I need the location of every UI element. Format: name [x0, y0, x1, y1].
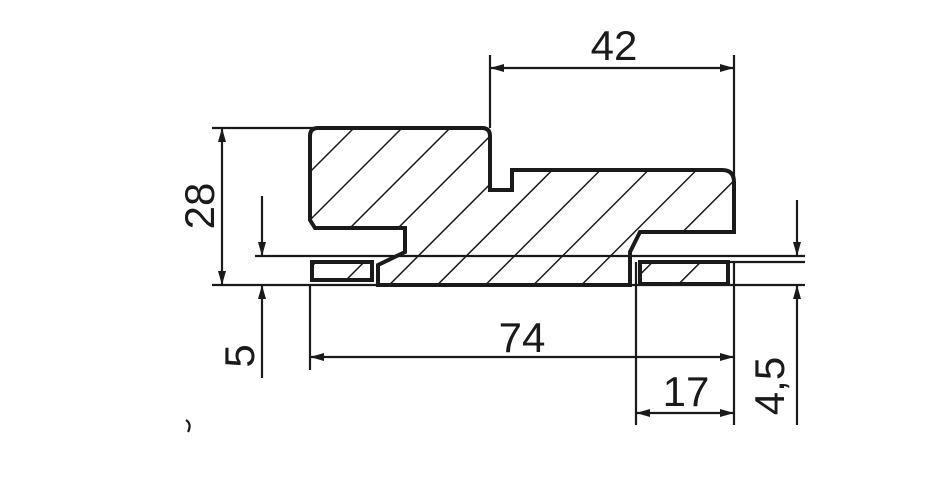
dimension-label-4-5: 4,5: [746, 357, 793, 415]
dimension-74: 74: [310, 314, 734, 361]
reference-lines: [212, 55, 805, 425]
dimension-label-42: 42: [591, 22, 638, 69]
dimension-label-28: 28: [176, 183, 223, 230]
dimension-5: 5: [216, 196, 266, 378]
left-strip: [310, 260, 374, 282]
stray-mark: [185, 419, 191, 433]
dimension-17: 17: [636, 368, 734, 417]
dimension-4-5: 4,5: [746, 200, 801, 425]
dimension-label-74: 74: [499, 314, 546, 361]
dimension-label-5: 5: [216, 344, 263, 367]
dimension-28: 28: [176, 128, 226, 285]
right-strip: [638, 260, 730, 286]
dimension-label-17: 17: [663, 368, 710, 415]
dimension-42: 42: [490, 22, 734, 72]
